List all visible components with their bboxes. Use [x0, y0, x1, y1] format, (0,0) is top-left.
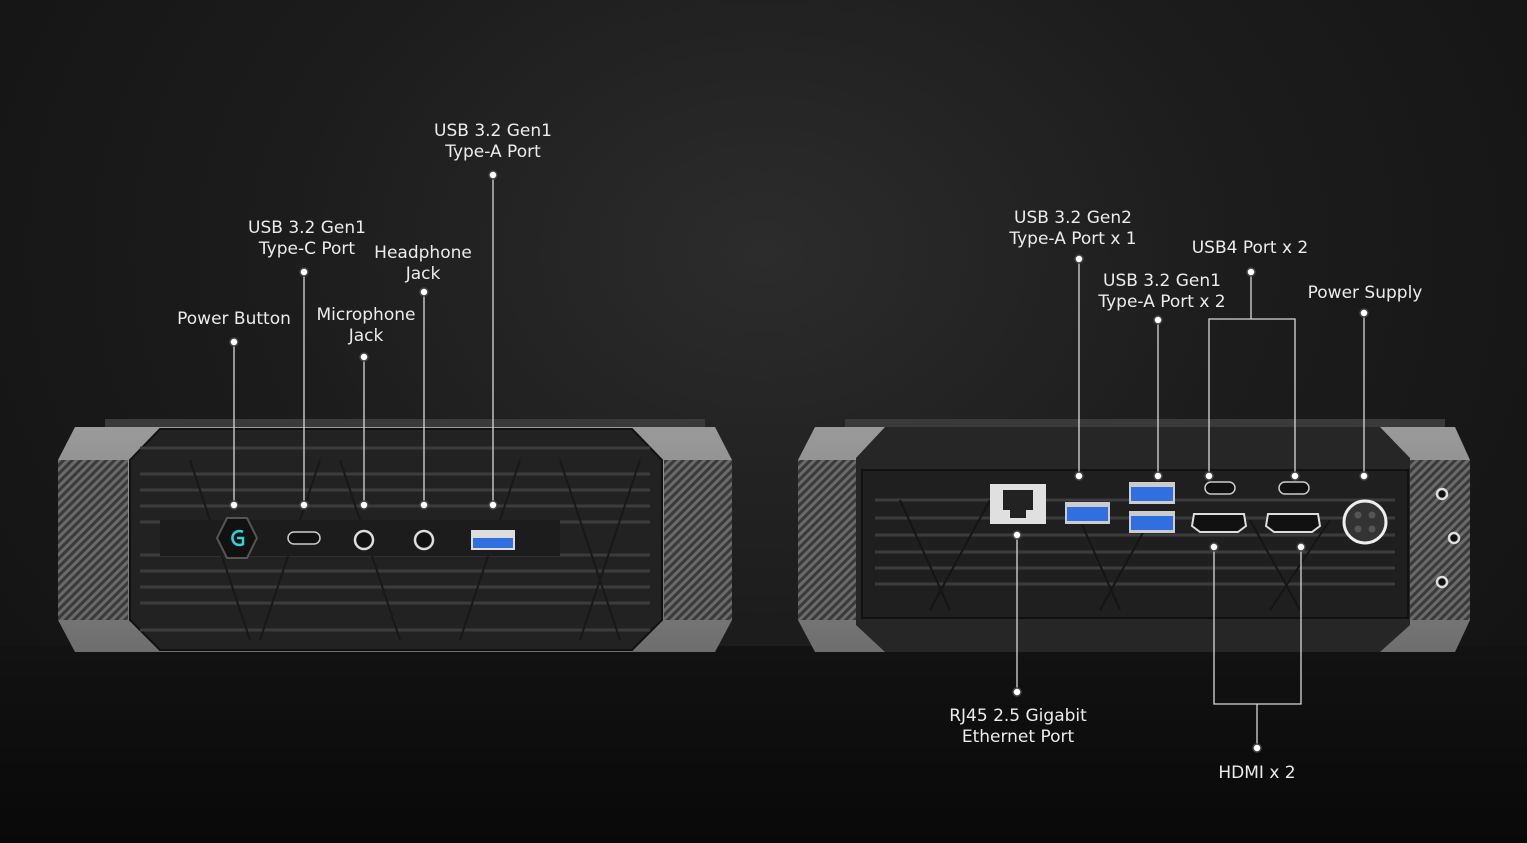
- label-line: USB 3.2 Gen1: [248, 218, 366, 238]
- label-line: Ethernet Port: [961, 727, 1075, 747]
- label-power-button: Power Button: [177, 309, 291, 330]
- label-line: Jack: [348, 326, 384, 346]
- label-line: Type-A Port x 2: [1098, 292, 1226, 312]
- label-headphone-jack: Headphone Jack: [374, 243, 472, 285]
- label-line: Type-A Port: [445, 142, 541, 162]
- usb4-port-2: [1278, 481, 1310, 495]
- label-line: HDMI x 2: [1218, 763, 1296, 783]
- label-line: Microphone: [316, 305, 416, 325]
- label-line: Jack: [405, 264, 441, 284]
- label-line: USB4 Port x 2: [1191, 238, 1309, 258]
- label-power-supply: Power Supply: [1308, 283, 1423, 304]
- label-line: USB 3.2 Gen1: [434, 121, 552, 141]
- label-line: Power Button: [177, 309, 291, 329]
- label-microphone-jack: Microphone Jack: [317, 305, 416, 347]
- label-usb4: USB4 Port x 2: [1192, 238, 1309, 259]
- label-usb-a-front: USB 3.2 Gen1 Type-A Port: [434, 121, 552, 163]
- label-line: Power Supply: [1307, 283, 1423, 303]
- label-line: Type-C Port: [258, 239, 356, 259]
- label-usb-gen2: USB 3.2 Gen2 Type-A Port x 1: [1009, 208, 1136, 250]
- knurled-grip-left: [58, 460, 128, 620]
- label-rj45: RJ45 2.5 Gigabit Ethernet Port: [949, 706, 1087, 748]
- label-line: Headphone: [374, 243, 472, 263]
- label-line: USB 3.2 Gen2: [1014, 208, 1132, 228]
- label-line: Type-A Port x 1: [1009, 229, 1137, 249]
- front-device: [58, 419, 732, 652]
- power-icon: [231, 529, 245, 547]
- label-hdmi: HDMI x 2: [1218, 763, 1295, 784]
- rear-device: [798, 419, 1470, 652]
- label-line: USB 3.2 Gen1: [1103, 271, 1221, 291]
- power-supply-port: [1342, 499, 1388, 545]
- callout-leader-lines: [233, 175, 1365, 748]
- callout-dots: [229, 170, 1369, 753]
- microphone-jack: [353, 529, 375, 551]
- knurled-grip-right: [664, 460, 732, 620]
- label-usb-gen1-rear: USB 3.2 Gen1 Type-A Port x 2: [1098, 271, 1225, 313]
- hdmi-port-1: [1190, 513, 1248, 533]
- usb-c-port-front: [287, 531, 321, 545]
- label-usb-c-front: USB 3.2 Gen1 Type-C Port: [248, 218, 366, 260]
- headphone-jack: [413, 529, 435, 551]
- label-line: RJ45 2.5 Gigabit: [949, 706, 1087, 726]
- usb4-port-1: [1204, 481, 1236, 495]
- hdmi-port-2: [1264, 513, 1322, 533]
- floor-shadow: [0, 646, 1527, 843]
